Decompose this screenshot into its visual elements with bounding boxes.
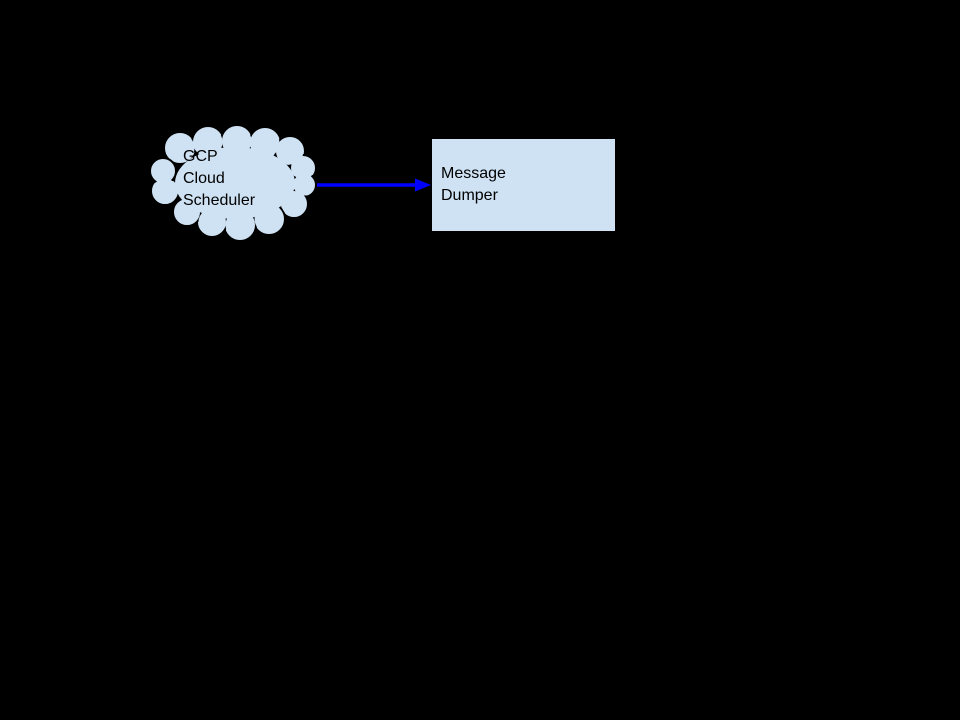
- node-gcp-cloud-scheduler[interactable]: GCP Cloud Scheduler: [149, 124, 317, 244]
- cloud-shape-icon: [149, 124, 317, 242]
- arrow-connector[interactable]: [314, 176, 432, 194]
- arrowhead-icon: [415, 178, 431, 192]
- node-message-dumper[interactable]: Message Dumper: [432, 139, 615, 231]
- node-label-message-dumper: Message Dumper: [441, 165, 506, 204]
- node-label-gcp-cloud-scheduler: GCP Cloud Scheduler: [183, 148, 256, 209]
